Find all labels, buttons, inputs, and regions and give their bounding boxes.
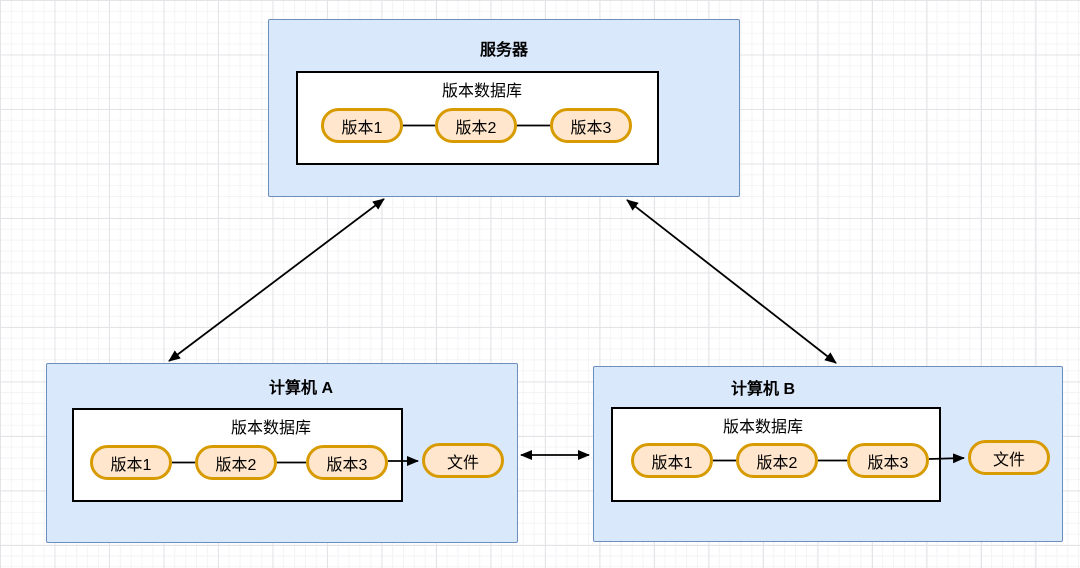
- computer-a-version-2-oval: 版本2: [195, 445, 277, 480]
- server-version-1-oval: 版本1: [321, 108, 403, 143]
- computer-a-version-1-oval: 版本1: [90, 445, 172, 480]
- computer-b-version-db-label: 版本数据库: [722, 419, 804, 436]
- computer-a-file-oval: 文件: [422, 443, 504, 478]
- computer-a-title: 计算机 A: [268, 380, 334, 397]
- computer-b-version3-to-file-arrow: [928, 453, 965, 464]
- computer-a-version-3-oval: 版本3: [306, 445, 388, 480]
- server-version-3-oval: 版本3: [550, 108, 632, 143]
- server-version-db-label: 版本数据库: [441, 83, 523, 100]
- server-version-2-oval: 版本2: [435, 108, 517, 143]
- computer-b-version-2-oval: 版本2: [736, 443, 818, 478]
- computer-b-version-3-oval: 版本3: [847, 443, 929, 478]
- server-computer-a-arrow: [168, 198, 385, 362]
- computer-a-version-db-label: 版本数据库: [230, 420, 312, 437]
- server-title: 服务器: [479, 42, 529, 59]
- computer-b-file-oval: 文件: [968, 440, 1050, 475]
- computer-b-title: 计算机 B: [730, 381, 796, 398]
- server-computer-b-arrow: [626, 199, 837, 364]
- computer-b-version-1-oval: 版本1: [631, 443, 713, 478]
